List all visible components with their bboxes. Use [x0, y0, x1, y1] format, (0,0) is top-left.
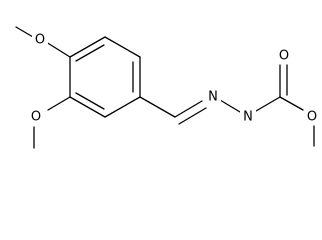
ring-bond-5	[69, 96, 106, 118]
atom-o-meta: O	[31, 110, 41, 125]
bond-methyl-o-para	[15, 26, 34, 38]
atom-n-imine: N	[208, 90, 218, 105]
atom-o-carbonyl: O	[279, 49, 289, 64]
ring-bond-2	[104, 36, 141, 58]
ring-bond-1-inner	[75, 44, 105, 62]
bond-ch-n-double-a	[174, 100, 203, 118]
ring-bond-1	[69, 36, 106, 58]
atom-o-para: O	[35, 33, 45, 48]
bond-c-o-ester	[279, 96, 304, 111]
structure-canvas: O O N N O O	[15, 26, 320, 149]
ring-bond-5-inner	[75, 92, 105, 110]
bond-n-n	[219, 99, 241, 113]
bond-ring-o-meta	[47, 96, 71, 111]
atom-n-amide: N	[243, 110, 253, 125]
bond-ring-ch	[139, 96, 176, 118]
chemical-structure: O O N N O O	[15, 26, 320, 149]
atom-o-ester: O	[307, 110, 317, 125]
bond-ch-n-double-b	[178, 107, 207, 125]
atom-labels: O O N N O O	[28, 32, 320, 125]
bond-o-para-ring	[45, 41, 71, 58]
bond-lines	[15, 26, 315, 149]
ring-bond-4	[104, 96, 141, 118]
bond-nh-c	[255, 96, 281, 112]
